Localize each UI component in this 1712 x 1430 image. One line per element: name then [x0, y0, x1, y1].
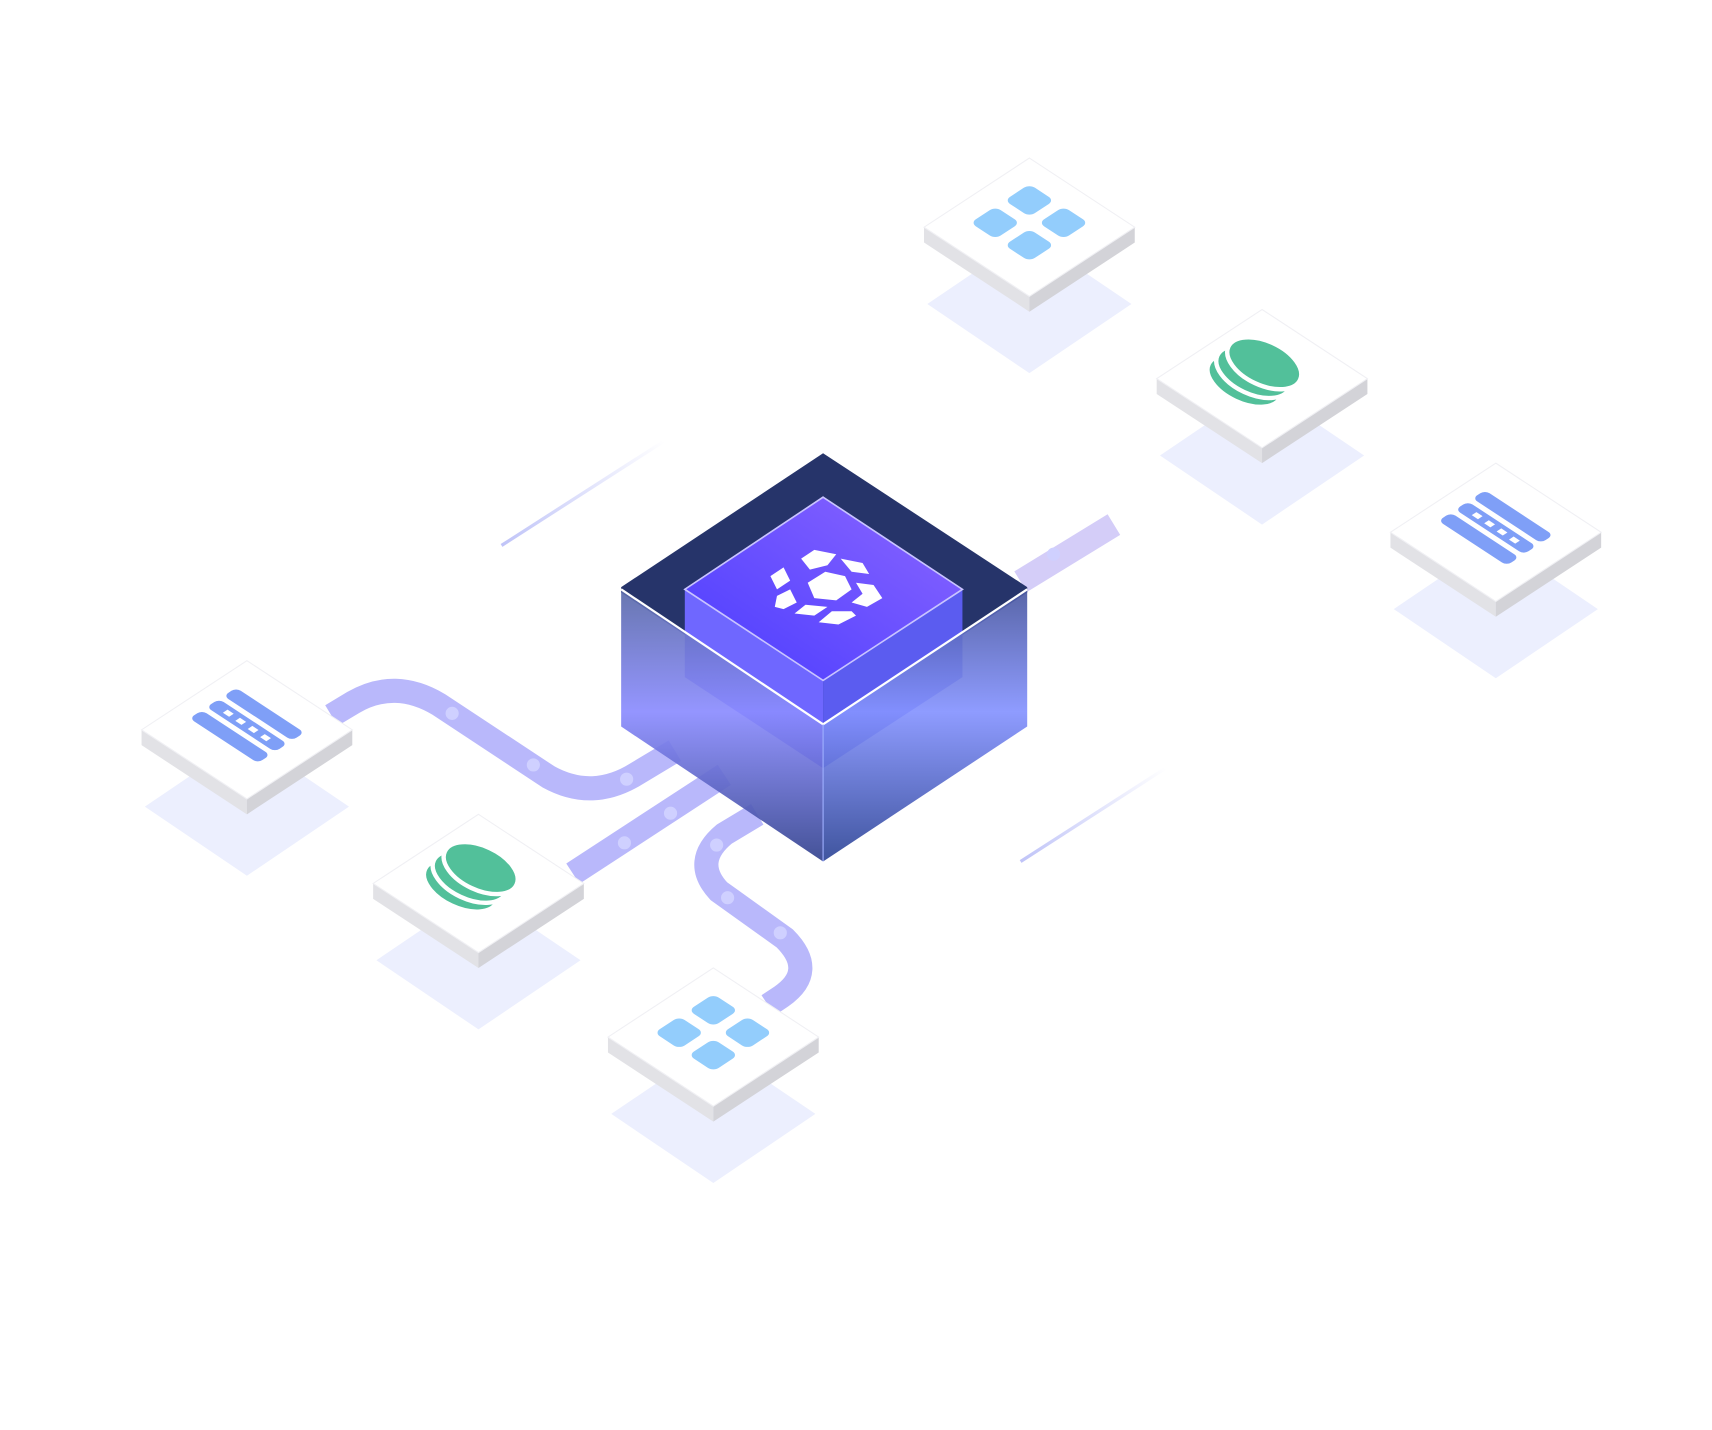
coins-icon — [421, 839, 520, 914]
grid-cell — [1041, 208, 1086, 238]
connector-dot — [773, 926, 787, 940]
server-icon — [192, 689, 302, 762]
tile-side-right — [1262, 378, 1368, 464]
grid-cell — [657, 1018, 701, 1047]
hexagon-cluster-logo-icon — [770, 549, 883, 625]
hub-box — [620, 453, 1028, 862]
server-slot — [1496, 528, 1508, 536]
server-slot — [1484, 520, 1496, 528]
tile-side-left — [141, 729, 247, 815]
grid-icon — [973, 186, 1086, 260]
grid-cell — [725, 1018, 770, 1047]
connector-dot — [721, 891, 735, 905]
node-tile-lower-left — [372, 813, 585, 1030]
server-slot — [260, 734, 271, 742]
server-bar — [226, 689, 302, 739]
node-tiles — [140, 157, 1603, 1184]
server-bar — [192, 711, 268, 762]
accent-line — [500, 439, 665, 547]
server-slot — [235, 717, 247, 725]
connector-dot — [620, 772, 634, 786]
server-slot — [247, 725, 259, 734]
connector-dot — [617, 836, 632, 850]
server-slot — [222, 709, 234, 717]
grid-cell — [973, 208, 1017, 238]
tile-side-right — [478, 883, 584, 968]
tile-side-right — [1495, 532, 1602, 617]
tile-side-left — [1390, 532, 1496, 617]
grid-cell — [1007, 230, 1052, 260]
node-tile-left — [140, 660, 354, 876]
tile-side-right — [246, 729, 353, 815]
tile-side-right — [713, 1037, 819, 1122]
accent-line — [1019, 766, 1167, 863]
tile-top — [923, 157, 1136, 297]
node-tile-upper-right — [1155, 308, 1369, 525]
connector-lower-left — [566, 764, 731, 884]
connector-dot — [1046, 547, 1061, 561]
tile-side-left — [1156, 378, 1263, 464]
connector-dot — [663, 806, 678, 820]
node-tile-right — [1389, 462, 1603, 679]
grid-cell — [691, 996, 735, 1025]
tile-top — [606, 967, 820, 1107]
server-bar — [1441, 514, 1517, 564]
tile-side-left — [607, 1037, 714, 1122]
server-bar — [1475, 491, 1551, 542]
coins-icon — [1205, 335, 1304, 409]
connector-upper-right — [1014, 514, 1121, 592]
connector-left — [325, 678, 682, 801]
server-slot — [1508, 536, 1520, 544]
hub-glass-right — [823, 589, 1028, 862]
grid-cell — [1007, 186, 1052, 215]
grid-cell — [691, 1040, 735, 1070]
grid-icon — [657, 996, 770, 1070]
connector-dot — [526, 758, 540, 772]
node-tile-top — [923, 157, 1136, 374]
connector-dot — [710, 838, 724, 852]
tile-side-right — [1029, 227, 1135, 312]
tile-side-left — [924, 227, 1030, 312]
server-icon — [1441, 491, 1551, 564]
hub-glass-left — [621, 589, 824, 862]
coin — [1225, 335, 1304, 392]
node-tile-bottom — [606, 967, 820, 1184]
server-slot — [1471, 512, 1483, 520]
tile-side-left — [373, 883, 479, 968]
coin — [441, 839, 520, 897]
connectors — [325, 514, 1121, 1016]
connector-dot — [445, 706, 459, 720]
